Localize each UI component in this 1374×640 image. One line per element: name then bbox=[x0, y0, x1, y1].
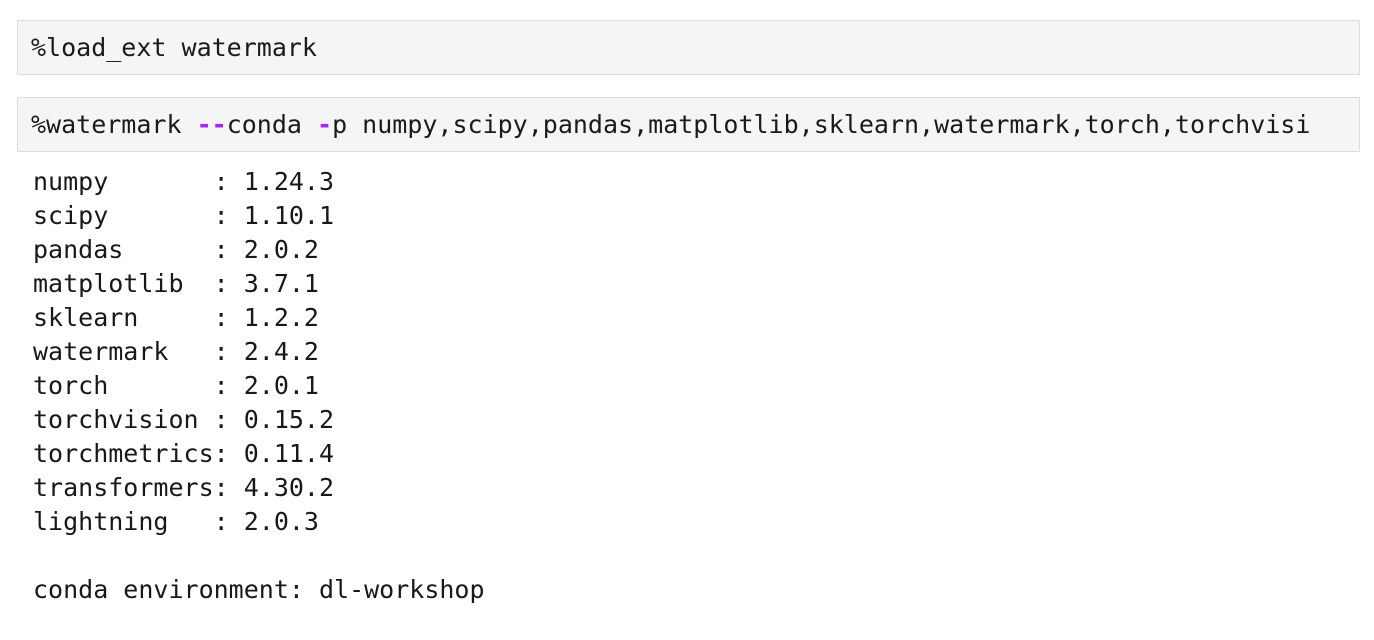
code-token: %watermark bbox=[31, 110, 197, 139]
operator-token: - bbox=[317, 110, 333, 139]
code-cell-load-ext[interactable]: %load_ext watermark bbox=[17, 20, 1360, 75]
code-token: p numpy,scipy,pandas,matplotlib,sklearn,… bbox=[332, 110, 1311, 139]
package-version-line: sklearn : 1.2.2 bbox=[33, 303, 319, 332]
package-version-line: numpy : 1.24.3 bbox=[33, 167, 335, 196]
package-version-line: torchvision : 0.15.2 bbox=[33, 405, 335, 434]
package-version-line: torchmetrics: 0.11.4 bbox=[33, 439, 335, 468]
notebook-area: %load_ext watermark %watermark --conda -… bbox=[0, 20, 1374, 607]
package-version-line: matplotlib : 3.7.1 bbox=[33, 269, 319, 298]
blank-line bbox=[33, 539, 1374, 573]
code-line: %watermark --conda -p numpy,scipy,pandas… bbox=[31, 111, 1346, 138]
conda-environment-line: conda environment: dl-workshop bbox=[33, 575, 485, 604]
package-version-line: torch : 2.0.1 bbox=[33, 371, 319, 400]
cell-output: numpy : 1.24.3 scipy : 1.10.1 pandas : 2.0… bbox=[0, 165, 1374, 607]
package-version-line: watermark : 2.4.2 bbox=[33, 337, 319, 366]
code-cell-watermark-command[interactable]: %watermark --conda -p numpy,scipy,pandas… bbox=[17, 97, 1360, 152]
package-version-line: scipy : 1.10.1 bbox=[33, 201, 335, 230]
package-version-line: pandas : 2.0.2 bbox=[33, 235, 319, 264]
package-version-line: lightning : 2.0.3 bbox=[33, 507, 319, 536]
code-token: %load_ext watermark bbox=[31, 33, 317, 62]
code-line: %load_ext watermark bbox=[31, 34, 1346, 61]
package-version-line: transformers: 4.30.2 bbox=[33, 473, 335, 502]
code-token: conda bbox=[226, 110, 317, 139]
operator-token: -- bbox=[196, 110, 227, 139]
